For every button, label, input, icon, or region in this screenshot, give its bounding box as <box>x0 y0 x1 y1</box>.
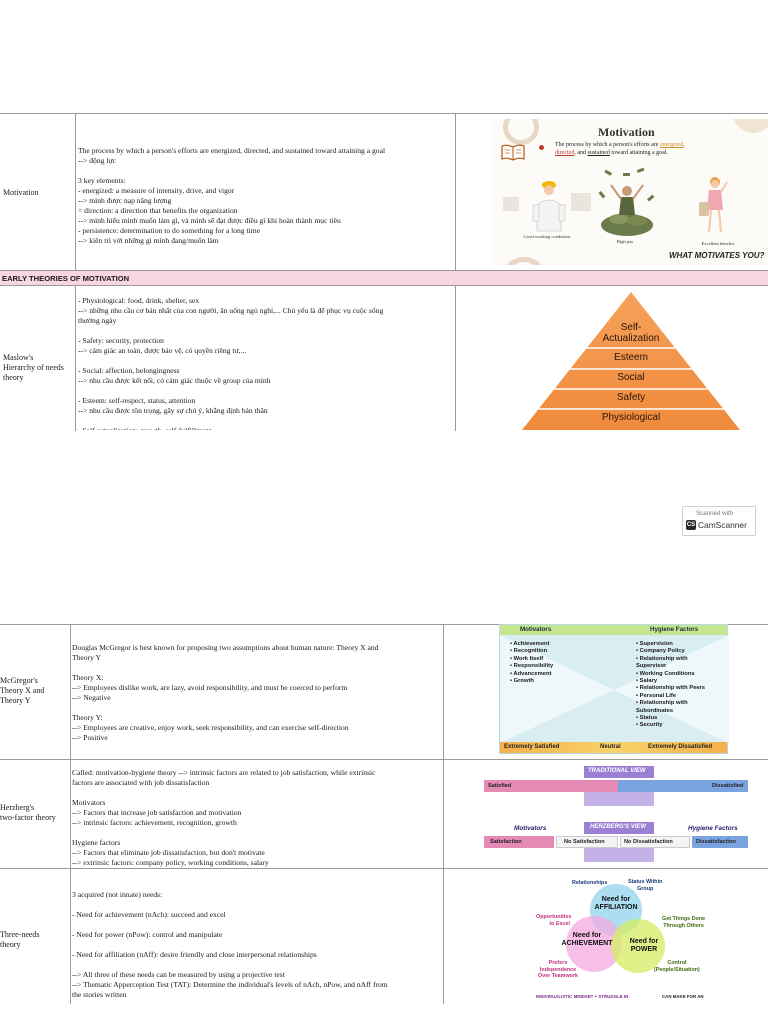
camscanner-logo-icon: CS <box>686 520 696 530</box>
no-satisfaction-label: No Satisfaction <box>564 839 605 845</box>
dissatisfied-bar <box>618 780 748 792</box>
three-needs-venn: Need for AFFILIATION Need for ACHIEVEMEN… <box>528 876 728 1004</box>
worker-figure <box>529 177 569 233</box>
no-dissatisfaction-bar <box>620 836 690 848</box>
venn-footer-right: CAN MAKE FOR AN <box>662 994 704 999</box>
section-header: EARLY THEORIES OF MOTIVATION <box>0 270 768 286</box>
divider-box <box>584 848 654 862</box>
camscanner-badge: Scanned with CS CamScanner <box>682 506 756 536</box>
achievement-label: Need for ACHIEVEMENT <box>561 932 613 947</box>
decor-circle <box>503 119 539 145</box>
row-label-three-needs: Three-needs theory <box>0 930 40 949</box>
row-label-mcgregor: McGregor's Theory X and Theory Y <box>0 676 45 705</box>
venn-footer-left: INDIVIDUALISTIC MINDSET + STRUGGLE IN <box>536 994 629 999</box>
dissatisfaction-bar <box>692 836 748 848</box>
dissatisfaction-label: Dissatisfaction <box>696 839 736 845</box>
motivators-hygiene-chart: Motivators Hygiene Factors • Achievement… <box>499 624 729 754</box>
maslow-pyramid: Self- Actualization Esteem Social Safety… <box>522 292 740 430</box>
traditional-view-label: TRADITIONAL VIEW <box>588 768 646 774</box>
hygiene-factors-label: Hygiene Factors <box>688 825 738 832</box>
column-divider <box>75 286 76 431</box>
panel-title: Motivation <box>598 125 655 139</box>
panel-definition: The process by which a person's efforts … <box>555 142 685 156</box>
prefers-label: Prefers Independence Over Teamwork <box>538 960 579 980</box>
caption-mid: High pay <box>616 239 634 244</box>
relationships-label: Relationships <box>572 880 608 886</box>
column-divider <box>70 624 71 1004</box>
pyramid-level-self-actualization: Self- Actualization <box>602 322 660 344</box>
row-label-herzberg: Herzberg's two-factor theory <box>0 803 56 822</box>
building-block <box>503 197 519 211</box>
hygiene-heading: Hygiene Factors <box>650 626 699 633</box>
status-label: Status Within Group <box>628 879 663 892</box>
neutral-label: Neutral <box>600 744 621 750</box>
row-content-motivation: The process by which a person's efforts … <box>78 146 386 245</box>
scanner-text: Scanned with <box>696 510 734 517</box>
row-content-maslow: - Physiological: food, drink, shelter, s… <box>78 296 384 430</box>
herzberg-diagram: TRADITIONAL VIEW Satisfied Dissatisfied … <box>484 764 748 864</box>
satisfied-bar <box>484 780 618 792</box>
dissatisfied-label: Dissatisfied <box>712 783 744 789</box>
pyramid-shape <box>522 292 740 430</box>
motivators-heading: Motivators <box>520 626 552 633</box>
chart-footer-bar <box>500 742 727 753</box>
divider-box <box>584 792 654 806</box>
achievement-circle <box>566 916 622 972</box>
herzberg-view-label: HERZBERG'S VIEW <box>590 824 647 830</box>
no-satisfaction-bar <box>556 836 618 848</box>
caption-right: Excellent benefits <box>701 241 735 246</box>
pyramid-level-physiological: Physiological <box>601 412 661 423</box>
get-things-done-label: Get Things Done Through Others <box>662 916 706 929</box>
money-figure <box>597 167 657 237</box>
traditional-view-box <box>584 766 654 778</box>
triangle-right <box>614 635 729 743</box>
row-label-motivation: Motivation <box>3 188 39 197</box>
row-content-herzberg: Called: motivation-hygiene theory --> in… <box>72 768 376 867</box>
building-block <box>571 193 591 211</box>
motivation-illustration: Motivation The process by which a person… <box>493 119 768 265</box>
pyramid-level-social: Social <box>617 372 645 383</box>
control-label: Control (People/Situation) <box>654 960 700 973</box>
scanner-brand: CamScanner <box>698 520 747 530</box>
panel-watermark: WHAT MOTIVATES YOU? <box>669 251 765 260</box>
row-divider <box>0 759 768 760</box>
hygiene-list: • Supervision • Company Policy • Relatio… <box>636 641 706 729</box>
motivators-list: • Achievement • Recognition • Work Itsel… <box>510 641 554 685</box>
column-divider <box>455 286 456 431</box>
herzberg-view-box <box>584 822 654 834</box>
satisfied-label: Satisfied <box>488 783 512 789</box>
chart-header-bar <box>500 625 727 635</box>
affiliation-label: Need for AFFILIATION <box>594 896 638 911</box>
no-dissatisfaction-label: No Dissatisfaction <box>624 839 673 845</box>
row-divider <box>0 868 768 869</box>
pyramid-level-esteem: Esteem <box>614 352 648 363</box>
section-header-text: EARLY THEORIES OF MOTIVATION <box>2 274 130 283</box>
table-top-border <box>0 624 768 625</box>
pyramid-level-safety: Safety <box>616 392 646 403</box>
table-top-border <box>0 113 768 114</box>
column-divider <box>455 113 456 270</box>
decor-circle <box>501 257 547 265</box>
woman-figure <box>693 174 733 236</box>
column-divider <box>443 624 444 1004</box>
satisfaction-label: Satisfaction <box>490 839 522 845</box>
extremely-dissatisfied-label: Extremely Dissatisfied <box>648 744 713 750</box>
power-label: Need for POWER <box>629 938 659 953</box>
motivators-label: Motivators <box>514 825 547 832</box>
column-divider <box>75 113 76 270</box>
row-content-mcgregor: Douglas McGregor is best known for propo… <box>72 643 379 742</box>
extremely-satisfied-label: Extremely Satisfied <box>504 744 560 750</box>
power-circle <box>611 919 665 973</box>
book-icon <box>501 143 525 161</box>
caption-left: Good working conditions <box>523 234 571 239</box>
row-content-three-needs: 3 acquired (not innate) needs: - Need fo… <box>72 890 388 999</box>
decor-shape <box>733 119 768 133</box>
opportunities-label: Opportunities to Excel <box>536 914 572 927</box>
bullet-dot <box>539 145 544 150</box>
row-label-maslow: Maslow's Hierarchy of needs theory <box>3 353 64 382</box>
satisfaction-bar <box>484 836 554 848</box>
triangle-left <box>500 635 614 743</box>
